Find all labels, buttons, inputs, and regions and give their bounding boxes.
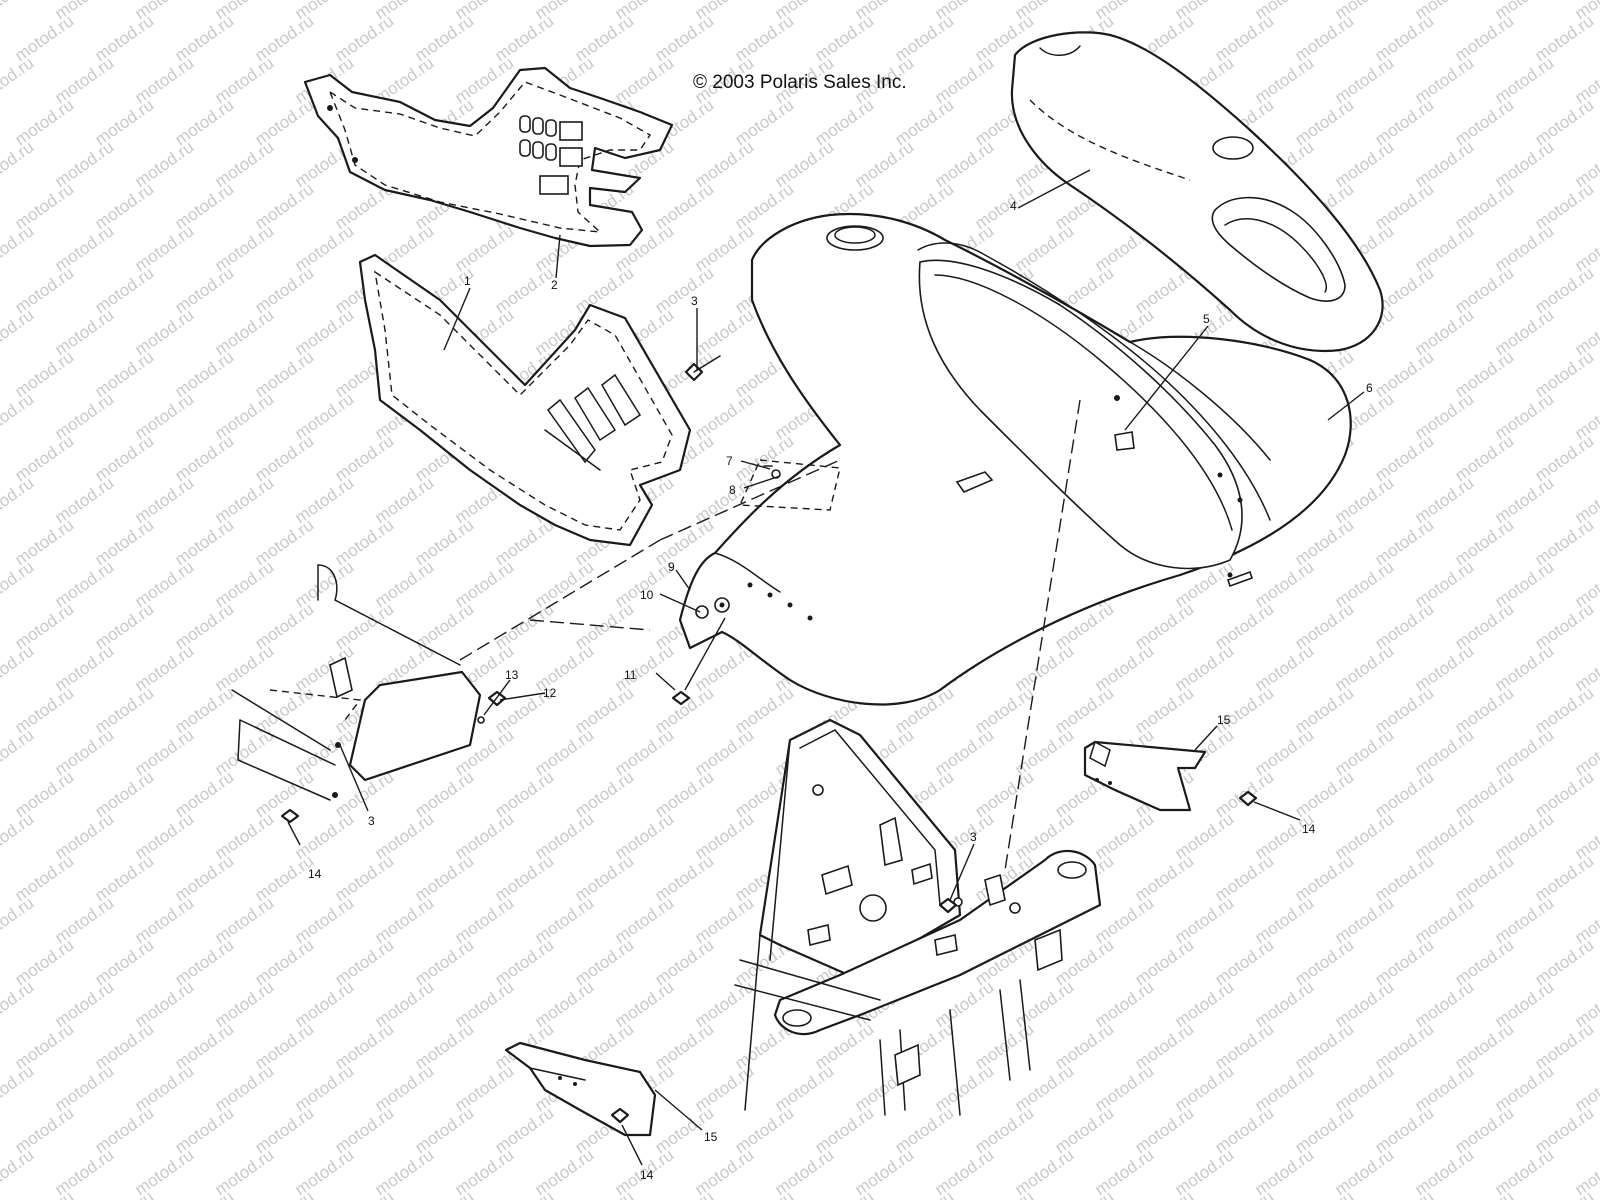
watermark-text: motod.ru bbox=[1131, 1187, 1197, 1200]
watermark-text: motod.ru bbox=[0, 53, 37, 107]
watermark-text: motod.ru bbox=[11, 1187, 77, 1200]
watermark-text: motod.ru bbox=[0, 473, 37, 527]
callout-12: 12 bbox=[543, 686, 557, 700]
watermark-text: motod.ru bbox=[331, 1187, 397, 1200]
watermark-text: motod.ru bbox=[1531, 1187, 1597, 1200]
callout-5: 5 bbox=[1203, 312, 1210, 326]
callout-9: 9 bbox=[668, 560, 675, 574]
watermark-text: motod.ru bbox=[491, 1187, 557, 1200]
watermark-text: motod.ru bbox=[651, 1187, 717, 1200]
watermark-text: motod.ru bbox=[251, 1187, 317, 1200]
leader-lines bbox=[287, 169, 1365, 1166]
callout-11: 11 bbox=[624, 668, 637, 682]
watermark-text: motod.ru bbox=[0, 977, 37, 1031]
callout-3: 3 bbox=[970, 830, 977, 844]
callout-1: 1 bbox=[464, 274, 471, 288]
watermark-text: motod.ru bbox=[0, 1145, 37, 1199]
watermark-text: motod.ru bbox=[0, 893, 37, 947]
callout-4: 4 bbox=[1010, 199, 1017, 213]
watermark-text: motod.ru bbox=[1051, 1187, 1117, 1200]
watermark-text: motod.ru bbox=[811, 1187, 877, 1200]
copyright-text: © 2003 Polaris Sales Inc. bbox=[693, 72, 907, 93]
seat bbox=[1010, 31, 1384, 352]
callout-8: 8 bbox=[729, 483, 736, 497]
side-panel-upper bbox=[303, 66, 674, 248]
watermark-text: motod.ru bbox=[971, 1187, 1037, 1200]
watermark-text: motod.ru bbox=[91, 1187, 157, 1200]
watermark-text: motod.ru bbox=[0, 221, 37, 275]
callout-13: 13 bbox=[505, 668, 519, 682]
callout-7: 7 bbox=[726, 454, 733, 468]
watermark-text: motod.ru bbox=[0, 137, 37, 191]
watermark-text: motod.ru bbox=[1451, 1187, 1517, 1200]
watermark-text: motod.ru bbox=[1211, 1187, 1277, 1200]
rear-fender bbox=[678, 212, 1352, 706]
watermark-text: motod.ru bbox=[171, 1187, 237, 1200]
callout-10: 10 bbox=[640, 588, 654, 602]
watermark-text: motod.ru bbox=[0, 1061, 37, 1115]
callout-15: 15 bbox=[1217, 713, 1231, 727]
callout-3: 3 bbox=[691, 294, 698, 308]
callout-14: 14 bbox=[308, 867, 322, 881]
watermark-text: motod.ru bbox=[1291, 1187, 1357, 1200]
watermark-text: motod.ru bbox=[1371, 1187, 1437, 1200]
footwell bbox=[231, 564, 482, 801]
watermark-text: motod.ru bbox=[0, 305, 37, 359]
callout-3: 3 bbox=[368, 814, 375, 828]
watermark-text: motod.ru bbox=[0, 725, 37, 779]
callout-2: 2 bbox=[551, 278, 558, 292]
watermark-text: motod.ru bbox=[0, 389, 37, 443]
callout-14: 14 bbox=[640, 1168, 654, 1182]
callouts: 1 2 3 3 3 4 5 6 7 8 9 10 11 12 13 14 14 … bbox=[308, 199, 1373, 1182]
watermark-text: motod.ru bbox=[731, 1187, 797, 1200]
callout-14: 14 bbox=[1302, 822, 1316, 836]
watermark-text: motod.ru bbox=[0, 809, 37, 863]
bracket-right bbox=[1083, 740, 1207, 812]
watermark-text: motod.ru bbox=[411, 1187, 477, 1200]
callout-6: 6 bbox=[1366, 381, 1373, 395]
watermark-text: motod.ru bbox=[891, 1187, 957, 1200]
watermark-text: motod.ru bbox=[571, 1187, 637, 1200]
watermark-text: motod.ru bbox=[0, 0, 37, 23]
callout-15: 15 bbox=[704, 1130, 718, 1144]
side-panel-lower bbox=[358, 253, 692, 547]
watermark-text: motod.ru bbox=[0, 641, 37, 695]
watermark-text: motod.ru bbox=[0, 557, 37, 611]
fasteners bbox=[280, 355, 1258, 1124]
frame-assembly bbox=[734, 718, 1102, 1116]
